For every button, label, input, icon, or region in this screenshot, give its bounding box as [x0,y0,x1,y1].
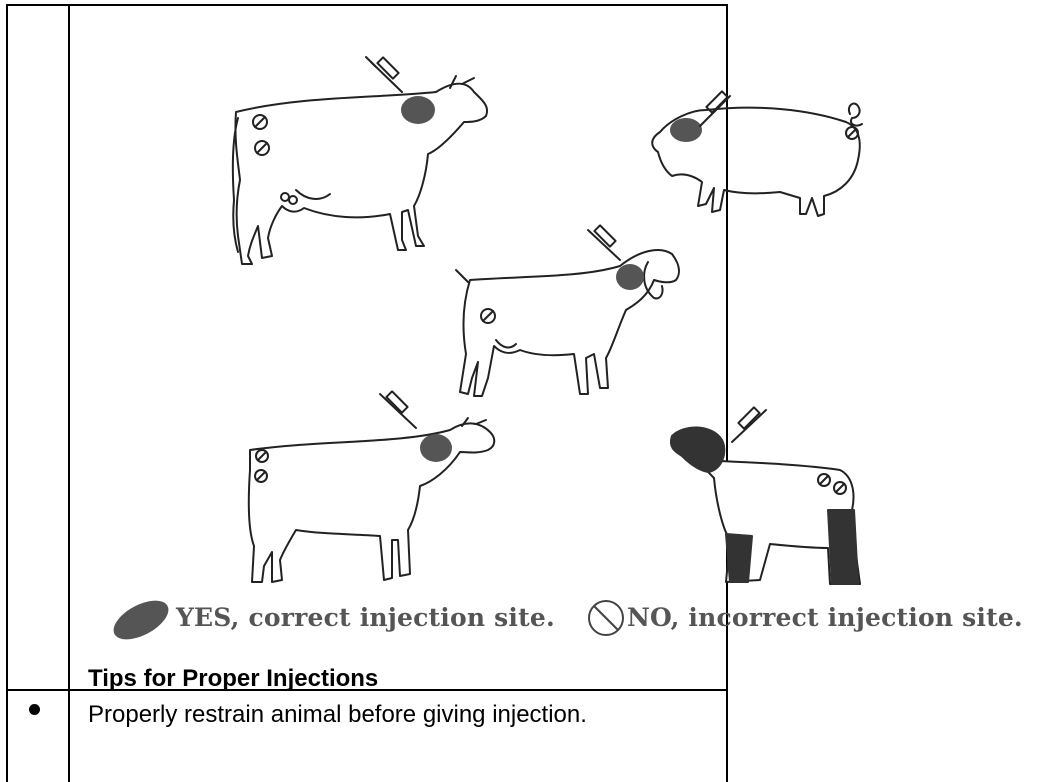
legend-yes-label: YES, correct injection site. [176,603,555,632]
cow-no-sites [253,115,269,155]
no-site-icon [586,598,626,638]
goat-no-site [481,309,495,323]
bullet-icon [29,704,40,715]
sheep-syringe-icon [732,407,766,442]
injection-site-illustration [0,0,1044,600]
calf-no-sites [255,450,268,482]
tip-item: Properly restrain animal before giving i… [88,700,648,730]
pig-figure [652,91,862,216]
sheep-figure [671,407,860,584]
goat-syringe-icon [588,225,620,260]
goat-figure [456,225,679,396]
section-heading: Tips for Proper Injections [88,665,378,693]
cow-figure [233,57,487,264]
legend-no-label: NO, incorrect injection site. [627,603,1023,632]
pig-no-site [846,127,858,139]
calf-figure [249,391,494,582]
cow-syringe-icon [366,57,402,92]
calf-syringe-icon [380,391,416,428]
yes-site-icon [110,598,172,642]
